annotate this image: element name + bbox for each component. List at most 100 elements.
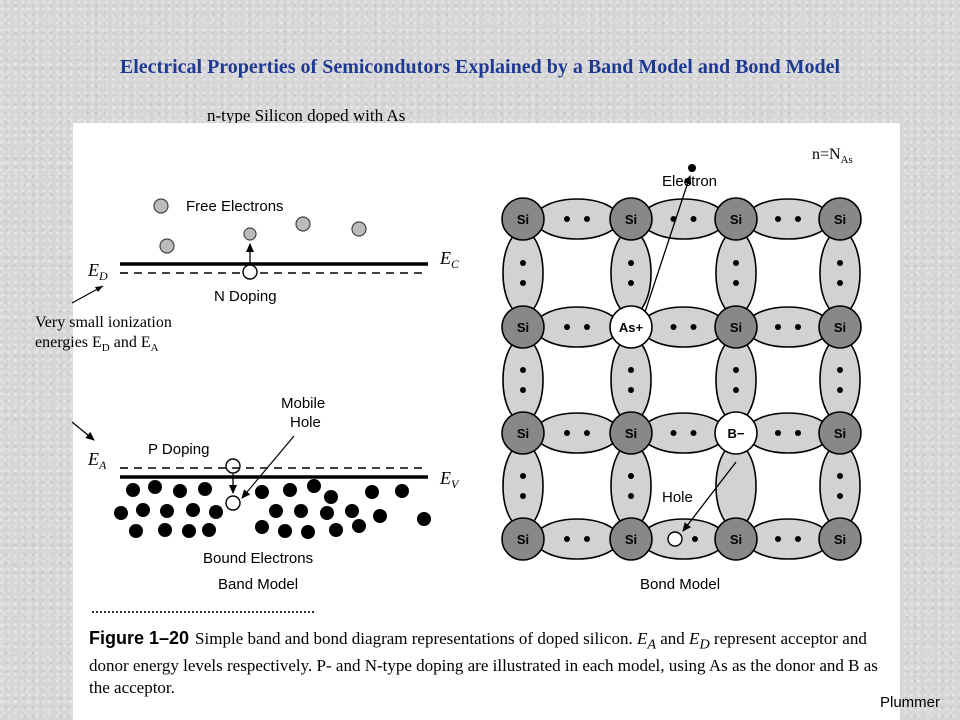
hole-site <box>225 495 241 511</box>
covalent-bond <box>610 230 652 316</box>
bond-electron <box>795 430 801 436</box>
ionization-note: Very small ionization energies ED and EA <box>35 314 172 355</box>
silicon-label: Si <box>834 532 846 547</box>
covalent-bond <box>502 230 544 316</box>
covalent-bond <box>534 412 620 454</box>
silicon-atom <box>609 517 653 561</box>
hole-arrow <box>682 461 737 532</box>
silicon-atom <box>818 305 862 349</box>
bound-electrons-label: Bound Electrons <box>203 550 313 567</box>
silicon-label: Si <box>517 532 529 547</box>
covalent-bond <box>745 198 831 240</box>
silicon-label: Si <box>625 212 637 227</box>
covalent-bond <box>502 443 544 529</box>
bond-electron <box>584 216 590 222</box>
bond-electron <box>520 260 526 266</box>
boron-atom <box>714 411 758 455</box>
bond-electron <box>690 324 697 330</box>
bond-electron <box>520 473 526 479</box>
bond-electron <box>837 473 843 479</box>
bond-electron <box>733 260 739 266</box>
arsenic-label: As+ <box>619 320 644 335</box>
ev-label: EV <box>439 468 460 491</box>
silicon-label: Si <box>730 532 742 547</box>
silicon-atom <box>501 517 545 561</box>
bond-electron <box>795 216 801 222</box>
bond-electron <box>690 216 697 222</box>
bond-electron <box>733 387 739 393</box>
bond-electron <box>837 387 843 393</box>
free-electron <box>351 221 367 237</box>
bond-electron <box>775 430 781 436</box>
bond-electron <box>775 324 781 330</box>
bond-electron <box>795 536 801 542</box>
bond-electron <box>584 536 590 542</box>
bond-electron <box>837 260 843 266</box>
covalent-bond <box>502 337 544 423</box>
arsenic-atom <box>609 305 653 349</box>
silicon-atom <box>714 197 758 241</box>
bond-electron <box>520 280 526 286</box>
covalent-bond <box>745 518 831 560</box>
covalent-bond <box>534 198 620 240</box>
covalent-bond <box>534 518 620 560</box>
silicon-label: Si <box>834 320 846 335</box>
bond-electron <box>690 430 697 436</box>
bond-electron <box>837 280 843 286</box>
free-electron-dot <box>688 164 696 172</box>
silicon-label: Si <box>834 212 846 227</box>
bond-electron <box>775 536 781 542</box>
bond-electron <box>564 324 570 330</box>
silicon-atom <box>714 305 758 349</box>
bond-electron <box>520 367 526 373</box>
p-doping-label: P Doping <box>148 441 209 458</box>
bond-electron <box>733 367 739 373</box>
bond-electron <box>520 493 526 499</box>
bond-electron <box>564 216 570 222</box>
acceptor-site <box>225 458 241 474</box>
band-model-label: Band Model <box>218 576 298 593</box>
bond-electron <box>628 473 634 479</box>
n-doping-label: N Doping <box>214 288 277 305</box>
covalent-bond <box>640 518 727 560</box>
covalent-bond <box>640 412 727 454</box>
covalent-bond <box>745 306 831 348</box>
bound-electrons <box>114 479 431 539</box>
bond-electron <box>837 493 843 499</box>
silicon-label: Si <box>517 212 529 227</box>
mobile-label: Mobile <box>281 395 325 412</box>
bond-electron <box>628 387 634 393</box>
bond-electron <box>670 324 677 330</box>
free-electrons-label: Free Electrons <box>186 198 284 215</box>
free-electron <box>295 216 311 232</box>
bond-electron <box>670 430 677 436</box>
hole-marker <box>667 531 683 547</box>
bond-electron <box>837 367 843 373</box>
bond-electron <box>733 280 739 286</box>
silicon-label: Si <box>517 426 529 441</box>
bond-model-label: Bond Model <box>640 576 720 593</box>
bond-electron <box>795 324 801 330</box>
silicon-atom <box>714 517 758 561</box>
band-model-n-doping: Free Electrons EC ED N Doping <box>71 198 460 305</box>
silicon-label: Si <box>517 320 529 335</box>
covalent-bond <box>745 412 831 454</box>
electron-arrow <box>644 175 692 313</box>
free-electron <box>243 227 257 241</box>
silicon-atom <box>501 411 545 455</box>
figure-number: Figure 1–20 <box>89 628 190 648</box>
covalent-bond <box>715 230 757 316</box>
bond-electron <box>775 216 781 222</box>
silicon-label: Si <box>730 212 742 227</box>
bond-electron <box>584 430 590 436</box>
silicon-atom <box>818 197 862 241</box>
slide-subtitle: n-type Silicon doped with As <box>207 106 406 125</box>
covalent-bond <box>715 443 757 529</box>
ec-label: EC <box>439 248 460 271</box>
slide-title: Electrical Properties of Semicondutors E… <box>119 56 841 78</box>
ed-label: ED <box>87 260 108 283</box>
covalent-bond <box>610 337 652 423</box>
